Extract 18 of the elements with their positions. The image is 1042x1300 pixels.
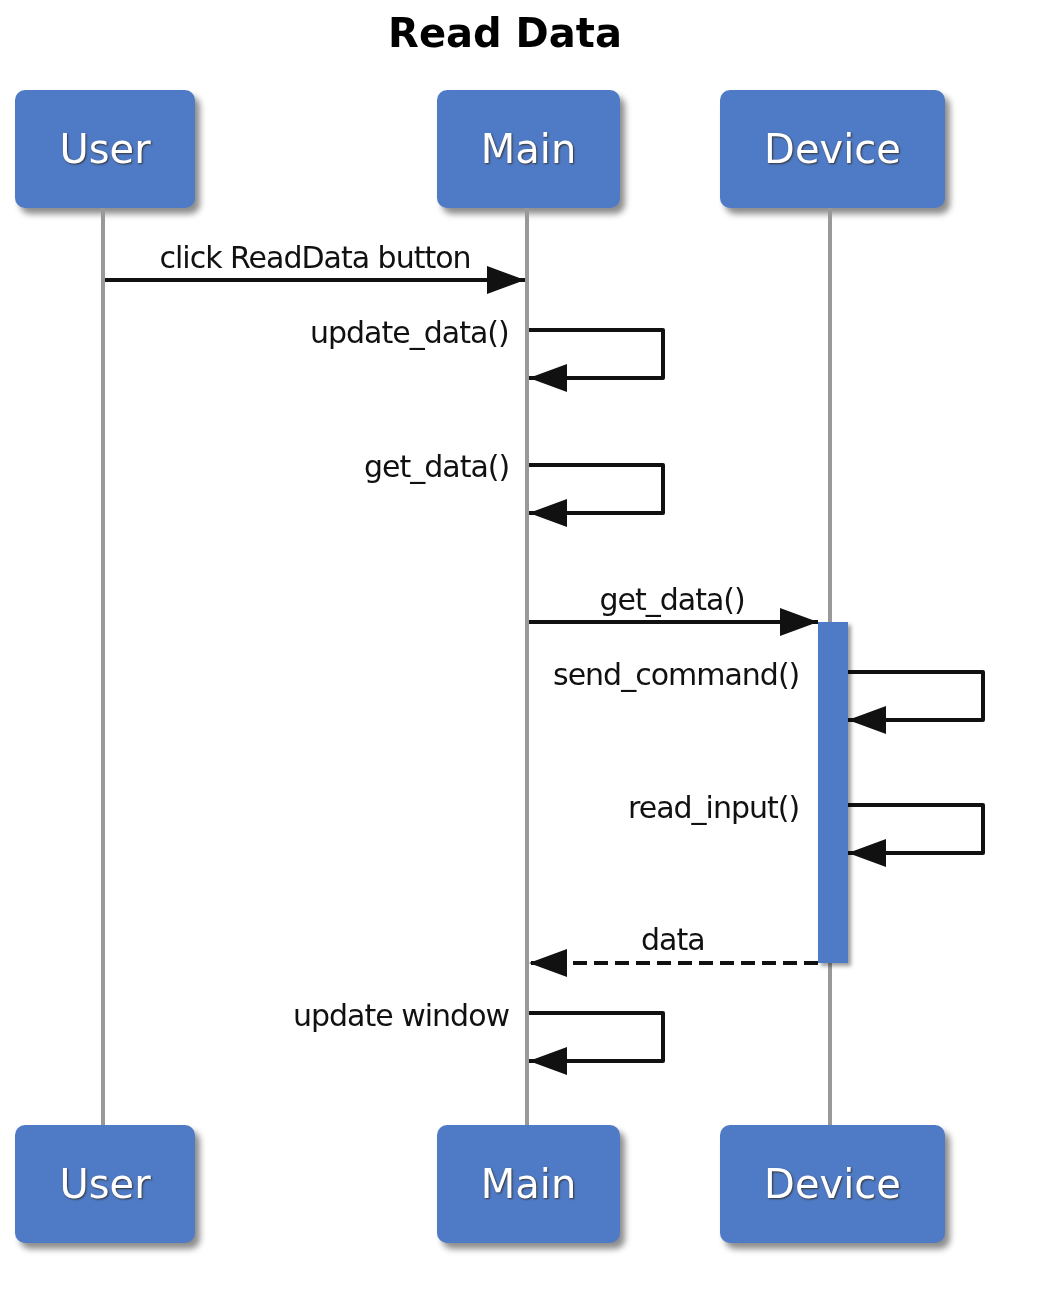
reply-arrow	[529, 949, 818, 977]
participant-box: Device	[720, 90, 945, 208]
participant-box: Main	[437, 90, 620, 208]
diagram-title: Read Data	[387, 10, 623, 56]
activation-bar	[818, 622, 848, 963]
self-message-arrow	[529, 1011, 665, 1075]
self-message-arrow	[848, 803, 985, 867]
message-arrow	[105, 266, 525, 294]
self-message-arrow	[529, 463, 665, 527]
message-arrow	[529, 608, 818, 636]
self-message-arrow	[529, 328, 665, 392]
self-message-arrow	[848, 670, 985, 734]
participant-box: User	[15, 90, 195, 208]
lifeline	[525, 208, 529, 1125]
participant-box: Device	[720, 1125, 945, 1243]
participant-box: Main	[437, 1125, 620, 1243]
lifeline	[101, 208, 105, 1125]
participant-box: User	[15, 1125, 195, 1243]
